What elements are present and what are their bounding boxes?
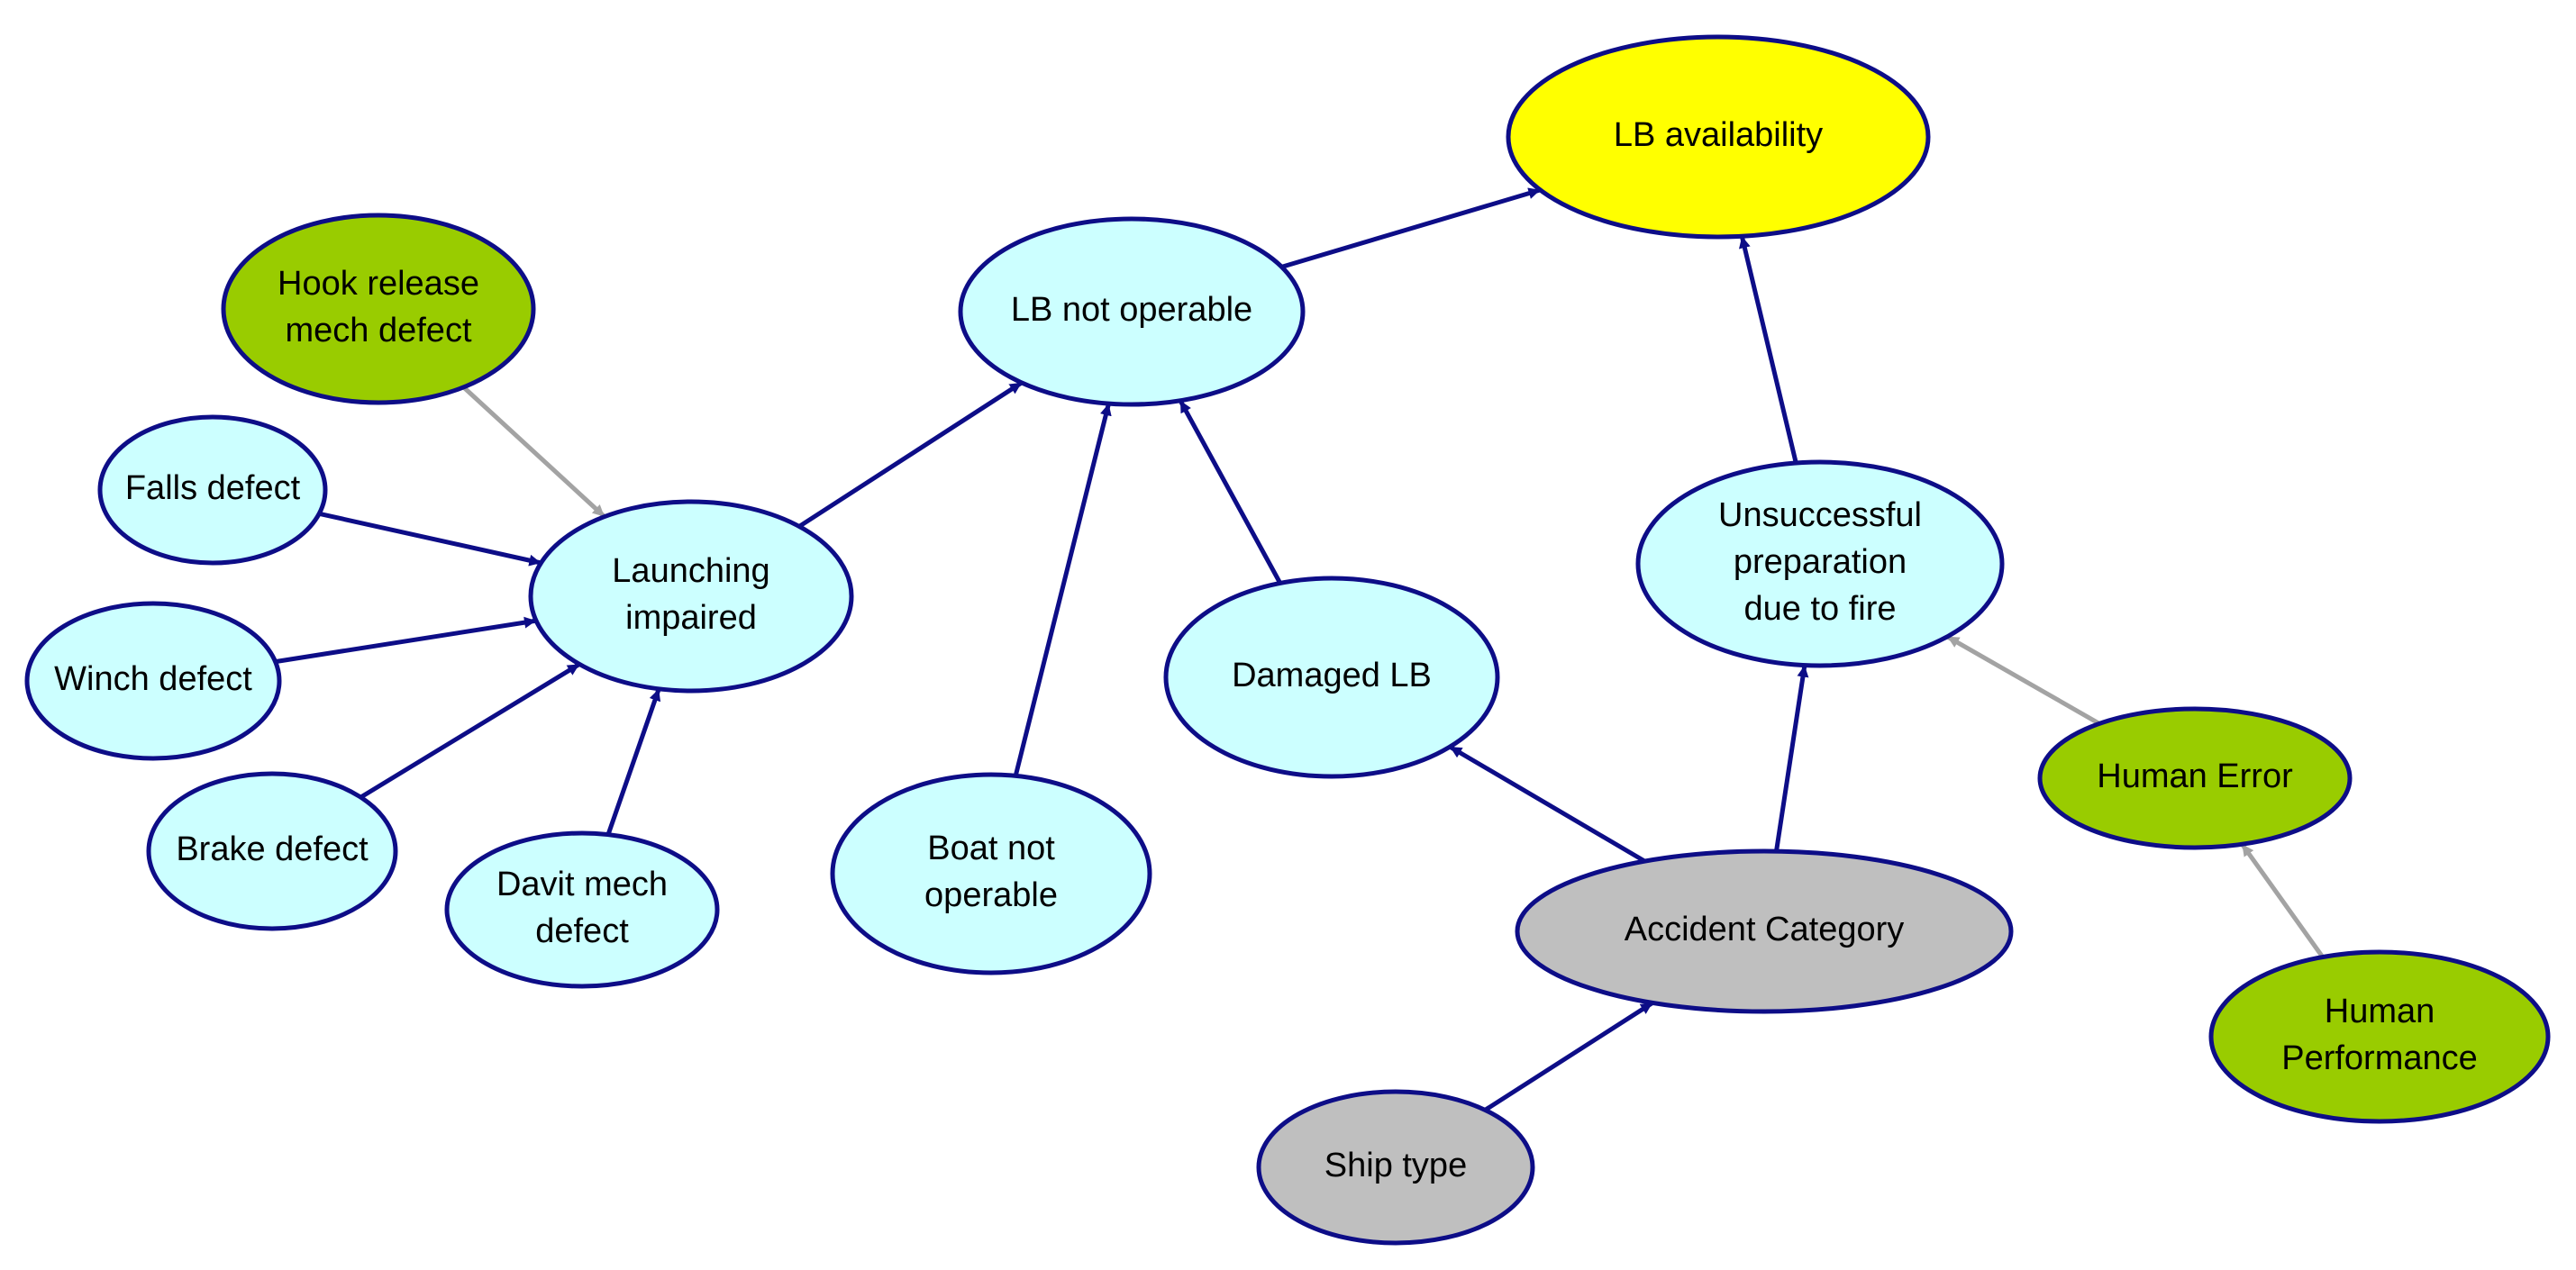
node-falls-defect: Falls defect — [97, 414, 328, 566]
edge-winch-defect-to-launching-impaired — [275, 616, 537, 665]
edge-unsuccessful-prep-to-lb-availability — [1738, 235, 1798, 464]
node-label: Brake defect — [176, 830, 369, 868]
node-label: Human Error — [2097, 757, 2293, 795]
node-label: LB not operable — [1011, 291, 1252, 329]
node-label: Davit mech — [496, 866, 668, 903]
node-label: Accident Category — [1625, 911, 1905, 948]
node-brake-defect: Brake defect — [146, 771, 398, 931]
node-label: Performance — [2281, 1039, 2478, 1077]
node-accident-category: Accident Category — [1515, 848, 2014, 1014]
edge-brake-defect-to-launching-impaired — [360, 662, 581, 800]
node-ellipse — [1515, 848, 2014, 1014]
node-label: impaired — [625, 599, 757, 637]
node-label: Falls defect — [125, 469, 301, 507]
node-label: Unsuccessful — [1718, 496, 1922, 534]
node-ellipse — [1635, 459, 2005, 668]
edge-lb-not-operable-to-lb-availability — [1280, 187, 1542, 269]
edge-accident-category-to-unsuccessful-prep — [1774, 665, 1809, 852]
node-ellipse — [1506, 34, 1931, 240]
node-ellipse — [2037, 706, 2353, 850]
node-ellipse — [97, 414, 328, 566]
edge-ship-type-to-accident-category — [1483, 1001, 1654, 1112]
edge-boat-not-operable-to-lb-not-operable — [1013, 403, 1112, 776]
node-damaged-lb: Damaged LB — [1163, 576, 1500, 779]
node-lb-availability: LB availability — [1506, 34, 1931, 240]
node-label: Launching — [612, 552, 769, 590]
node-ellipse — [528, 499, 854, 694]
node-ellipse — [1163, 576, 1500, 779]
node-label: preparation — [1734, 543, 1907, 581]
node-label: Damaged LB — [1232, 657, 1432, 694]
edge-davit-mech-defect-to-launching-impaired — [605, 688, 661, 836]
node-label: Ship type — [1324, 1147, 1467, 1184]
node-ellipse — [146, 771, 398, 931]
node-label: LB availability — [1614, 116, 1823, 154]
edge-launching-impaired-to-lb-not-operable — [797, 380, 1024, 529]
node-label: Hook release — [278, 265, 479, 303]
node-human-error: Human Error — [2037, 706, 2353, 850]
edge-human-performance-to-human-error — [2240, 842, 2325, 958]
node-ellipse — [830, 772, 1152, 975]
node-label: operable — [924, 876, 1058, 914]
node-lb-not-operable: LB not operable — [958, 216, 1306, 407]
node-label: mech defect — [286, 312, 472, 349]
edges-layer — [275, 187, 2325, 1112]
node-davit-mech-defect: Davit mech defect — [444, 830, 720, 989]
node-ellipse — [1256, 1089, 1535, 1246]
node-boat-not-operable: Boat not operable — [830, 772, 1152, 975]
node-label: Human — [2325, 993, 2435, 1030]
nodes-layer: LB availability LB not operable Hook relea… — [24, 34, 2551, 1246]
node-ship-type: Ship type — [1256, 1089, 1535, 1246]
node-hook-release: Hook release mech defect — [221, 213, 536, 405]
node-ellipse — [958, 216, 1306, 407]
node-unsuccessful-prep: Unsuccessful preparation due to fire — [1635, 459, 2005, 668]
node-label: defect — [535, 912, 629, 950]
node-ellipse — [444, 830, 720, 989]
edge-falls-defect-to-launching-impaired — [318, 511, 542, 567]
edge-human-error-to-unsuccessful-prep — [1945, 634, 2101, 726]
node-label: Boat not — [927, 830, 1055, 867]
node-label: due to fire — [1744, 590, 1897, 628]
edge-damaged-lb-to-lb-not-operable — [1178, 399, 1282, 585]
node-ellipse — [24, 601, 282, 761]
edge-accident-category-to-damaged-lb — [1448, 744, 1646, 864]
node-label: Winch defect — [54, 660, 252, 698]
node-ellipse — [2208, 949, 2551, 1124]
node-launching-impaired: Launching impaired — [528, 499, 854, 694]
edge-hook-release-to-launching-impaired — [461, 386, 606, 519]
node-winch-defect: Winch defect — [24, 601, 282, 761]
node-ellipse — [221, 213, 536, 405]
